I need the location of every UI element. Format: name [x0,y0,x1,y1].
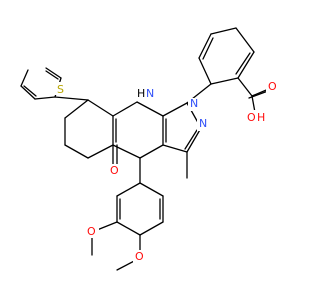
atom-nitrogen-2: N [199,117,207,130]
atom-hydrogen-hydroxyl: H [257,111,265,124]
molecule-canvas: S N H N N O O O H O O [20,27,280,271]
atom-oxygen-methoxy-2: O [135,250,144,263]
atom-oxygen-carbonyl: O [268,80,277,93]
bond-lines [20,27,272,271]
atom-nitrogen-nh: N [146,87,154,100]
atom-oxygen-ketone: O [110,164,119,177]
atom-hydrogen-nh: H [137,87,145,100]
atom-nitrogen-1: N [190,97,198,110]
atom-labels: S N H N N O O O H O O [54,80,280,263]
atom-oxygen-hydroxyl: O [247,111,256,124]
molecule-structure: S N H N N O O O H O O [20,27,280,271]
atom-oxygen-methoxy-1: O [87,225,96,238]
atom-sulfur: S [57,83,64,96]
